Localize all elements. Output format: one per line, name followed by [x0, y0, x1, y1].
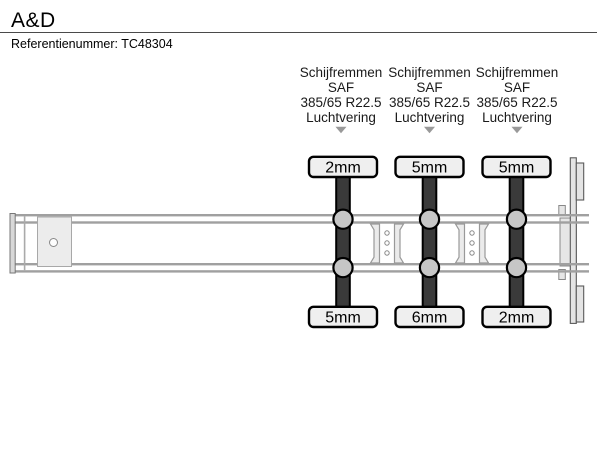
axle-assembly-1: 2mm 5mm	[307, 155, 379, 329]
spec-brand: SAF	[328, 80, 354, 95]
rear-bumper-assembly	[558, 157, 585, 324]
measurement-box-bottom	[394, 305, 465, 329]
cross-member-2	[454, 223, 490, 264]
measurement-box-bottom	[481, 305, 552, 329]
rear-bumper-bar	[569, 157, 577, 324]
rear-lamp-bracket-top	[575, 162, 585, 201]
spec-brand: SAF	[416, 80, 442, 95]
measurement-value-top: 2mm	[325, 159, 361, 176]
rear-bracket-bottom	[558, 269, 566, 280]
axle-beam	[508, 170, 525, 315]
top-rail-outer-line	[10, 214, 589, 217]
bolt-hole	[384, 230, 390, 236]
spec-suspension: Luchtvering	[306, 110, 376, 125]
spec-tyre-size: 385/65 R22.5	[300, 95, 381, 110]
header-divider	[0, 32, 597, 34]
cross-member-1	[369, 223, 405, 264]
measurement-box-top	[394, 155, 465, 179]
spec-brakes: Schijfremmen	[388, 65, 471, 80]
axle-assembly-3: 5mm 2mm	[481, 155, 552, 329]
axle-mount-bottom	[505, 256, 528, 279]
bolt-hole	[384, 250, 390, 256]
axle-mount-top	[505, 208, 528, 230]
spec-suspension: Luchtvering	[395, 110, 465, 125]
page-title: A&D	[11, 9, 56, 32]
axle-spec-column-2: Schijfremmen SAF 385/65 R22.5 Luchtverin…	[388, 65, 471, 134]
reference-number: Referentienummer: TC48304	[11, 37, 173, 51]
top-rail-inner-line	[10, 221, 589, 224]
bottom-rail-outer-line	[10, 270, 589, 273]
measurement-value-top: 5mm	[412, 159, 448, 176]
bottom-rail-inner-line	[10, 263, 589, 266]
axle-beam	[335, 170, 351, 315]
measurement-value-bottom: 2mm	[499, 309, 535, 326]
measurement-value-bottom: 5mm	[325, 309, 361, 326]
spec-suspension: Luchtvering	[482, 110, 552, 125]
kingpin	[49, 238, 58, 247]
axle-mount-top	[332, 208, 354, 230]
down-arrow-icon	[511, 126, 523, 134]
spec-tyre-size: 385/65 R22.5	[476, 95, 557, 110]
front-crossmember-line	[23, 216, 26, 271]
chassis-rails	[10, 214, 589, 273]
spec-tyre-size: 385/65 R22.5	[389, 95, 470, 110]
measurement-box-top	[481, 155, 552, 179]
axle-spec-column-3: Schijfremmen SAF 385/65 R22.5 Luchtverin…	[476, 65, 559, 134]
front-edge-strip	[9, 213, 16, 274]
axle-mount-bottom	[418, 256, 441, 279]
cross-member-right-flange	[393, 223, 405, 264]
measurement-box-top	[307, 155, 379, 179]
bolt-hole	[469, 230, 475, 236]
bolt-hole	[469, 250, 475, 256]
axle-mount-bottom	[332, 256, 354, 279]
measurement-value-top: 5mm	[499, 159, 535, 176]
bolt-hole	[469, 240, 475, 246]
down-arrow-icon	[424, 126, 435, 134]
spec-brand: SAF	[504, 80, 530, 95]
axle-spec-column-1: Schijfremmen SAF 385/65 R22.5 Luchtverin…	[300, 65, 383, 134]
bolt-hole	[384, 240, 390, 246]
axle-mount-top	[418, 208, 441, 230]
cross-member-left-flange	[454, 223, 466, 264]
measurement-box-bottom	[307, 305, 379, 329]
front-end	[9, 213, 72, 274]
spec-brakes: Schijfremmen	[476, 65, 559, 80]
down-arrow-icon	[335, 126, 347, 134]
cross-member-left-flange	[369, 223, 381, 264]
axle-assembly-2: 5mm 6mm	[394, 155, 465, 329]
spec-brakes: Schijfremmen	[300, 65, 383, 80]
rear-lamp-bracket-bottom	[575, 285, 585, 323]
measurement-value-bottom: 6mm	[412, 309, 448, 326]
axle-beam	[421, 170, 438, 315]
cross-member-right-flange	[478, 223, 490, 264]
